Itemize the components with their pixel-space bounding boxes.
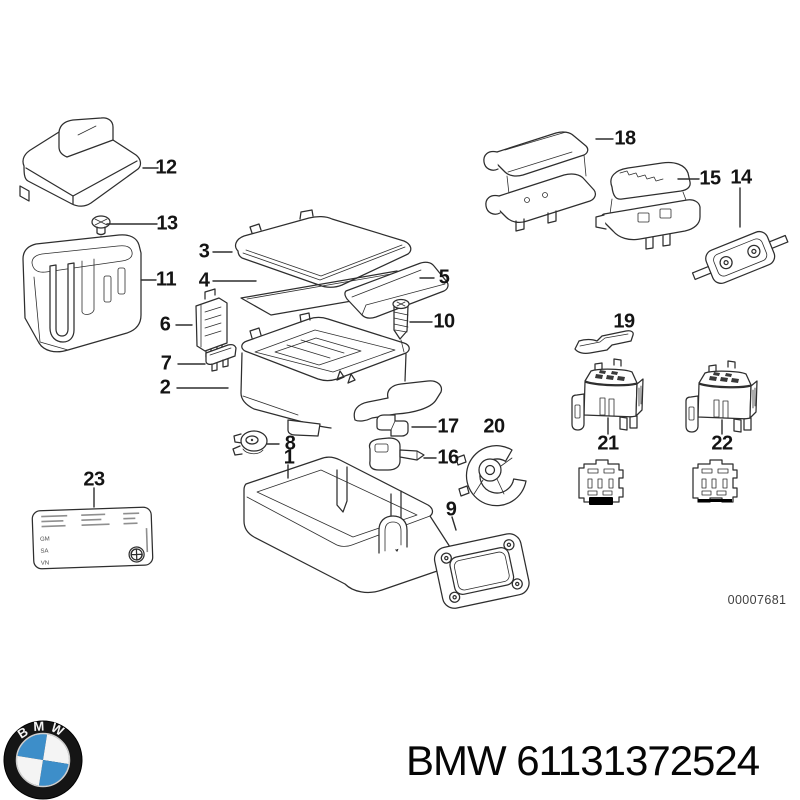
part-18-relay-carrier-drawing	[483, 131, 596, 232]
callout-21: 21	[597, 432, 619, 455]
part-14-pin-bracket-drawing	[691, 230, 789, 284]
part-8-grommet-drawing	[232, 430, 268, 456]
bmw-roundel-logo: BMW	[3, 718, 83, 800]
callout-17: 17	[437, 415, 459, 438]
part-19-strip-drawing	[574, 330, 634, 354]
callout-16: 16	[437, 446, 459, 469]
bmw-roundel-quadrants	[16, 733, 69, 786]
callout-23: 23	[83, 468, 105, 491]
part-9-gasket-drawing	[433, 533, 530, 609]
callout-13: 13	[156, 212, 178, 235]
callout-18: 18	[614, 127, 636, 150]
part-20-round-bracket-drawing	[455, 445, 527, 507]
part-7-blade-fuse-drawing	[205, 344, 237, 372]
part-11-housing-drawing	[22, 234, 142, 353]
callout-11: 11	[155, 268, 177, 291]
part-1-lower-tray-drawing	[243, 456, 454, 594]
part-10-screw-drawing	[392, 298, 410, 353]
callout-3: 3	[198, 240, 210, 263]
part-21-pinout-diagram	[578, 459, 624, 505]
callout-10: 10	[433, 310, 455, 333]
label-plate-row-gm: GM	[40, 536, 50, 542]
callout-20: 20	[483, 415, 505, 438]
part-23-label-plate-drawing: GM SA VN	[31, 506, 154, 570]
drawing-number: 00007681	[727, 593, 787, 607]
callout-9: 9	[445, 498, 457, 521]
callout-12: 12	[155, 156, 177, 179]
part-17-clip-drawing	[376, 414, 409, 437]
part-12-upper-cover-drawing	[19, 117, 142, 207]
part-2-fuse-box-body-drawing	[240, 312, 443, 437]
label-plate-row-sa: SA	[40, 549, 48, 555]
leader-lines	[93, 138, 741, 531]
callout-19: 19	[613, 310, 635, 333]
callout-1: 1	[283, 446, 295, 469]
part-5-bracket-drawing	[344, 261, 449, 319]
callout-14: 14	[730, 166, 752, 189]
part-16-connector-drawing	[368, 437, 425, 471]
part-3-lid-drawing	[234, 209, 412, 288]
part-15-relay-housing-drawing	[595, 161, 701, 250]
label-plate-row-vn: VN	[41, 561, 50, 567]
callout-4: 4	[198, 269, 210, 292]
label-plate-mini-roundel-icon	[128, 546, 145, 563]
callout-6: 6	[159, 313, 171, 336]
part-13-nut-drawing	[91, 215, 111, 250]
callout-15: 15	[699, 167, 721, 190]
part-22-pinout-diagram	[692, 459, 738, 503]
callout-2: 2	[159, 376, 171, 399]
callout-22: 22	[711, 432, 733, 455]
callout-5: 5	[438, 266, 450, 289]
callout-8: 8	[284, 432, 296, 455]
callout-7: 7	[160, 352, 172, 375]
part-number-title: BMW 61131372524	[406, 737, 760, 784]
